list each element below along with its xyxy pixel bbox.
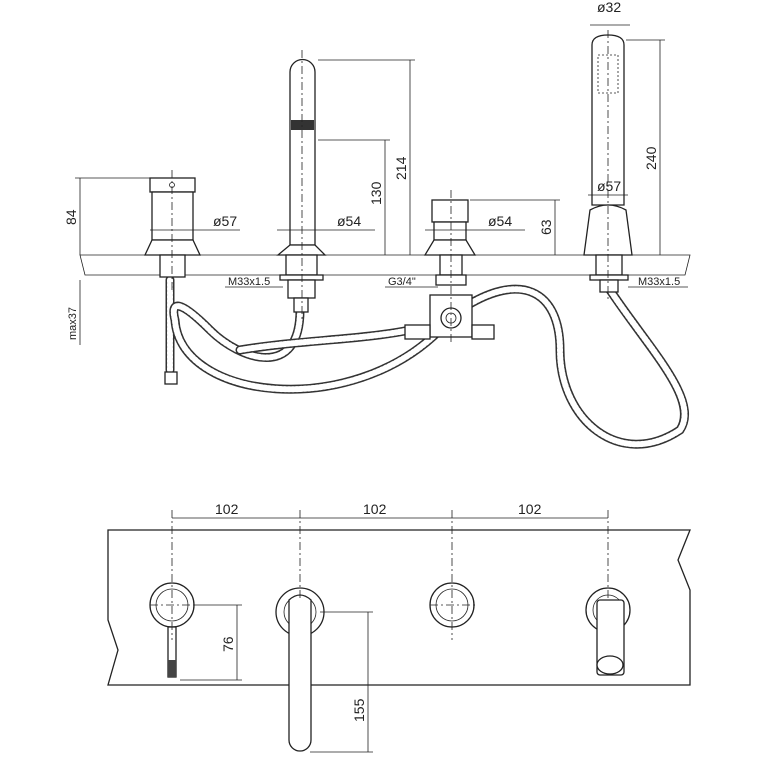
deck-plate-top bbox=[107, 529, 691, 686]
dim-spacing-3: 102 bbox=[518, 501, 542, 517]
mixer-side bbox=[143, 170, 202, 385]
handshower-side bbox=[583, 30, 633, 300]
deck-section bbox=[79, 254, 691, 276]
dim-spout-dia: ø54 bbox=[337, 213, 361, 229]
thread-diverter: G3/4" bbox=[388, 276, 416, 288]
dim-spout-reach: 155 bbox=[351, 698, 367, 722]
dim-lever: 76 bbox=[220, 636, 236, 652]
spout-side bbox=[276, 50, 327, 320]
dim-spout-height: 214 bbox=[393, 156, 409, 180]
dim-diverter-height: 63 bbox=[538, 219, 554, 235]
diverter-side bbox=[404, 190, 495, 345]
dim-handshower-height: 240 bbox=[643, 146, 659, 170]
dim-mixer-dia: ø57 bbox=[213, 213, 237, 229]
top-dimensions bbox=[172, 517, 608, 753]
dim-handshower-base-dia: ø57 bbox=[597, 178, 621, 194]
dim-mixer-height: 84 bbox=[63, 209, 79, 225]
thread-spout: M33x1.5 bbox=[228, 276, 270, 288]
thread-handshower: M33x1.5 bbox=[638, 276, 680, 288]
dim-spacing-1: 102 bbox=[215, 501, 239, 517]
hoses bbox=[165, 275, 690, 449]
dim-diverter-dia: ø54 bbox=[488, 213, 512, 229]
dim-deck-max: max37 bbox=[67, 307, 79, 340]
dim-spout-outlet: 130 bbox=[368, 181, 384, 205]
dim-handshower-dia: ø32 bbox=[597, 0, 621, 15]
top-view-fittings bbox=[149, 510, 631, 752]
side-dimensions bbox=[75, 24, 688, 345]
dim-spacing-2: 102 bbox=[363, 501, 387, 517]
